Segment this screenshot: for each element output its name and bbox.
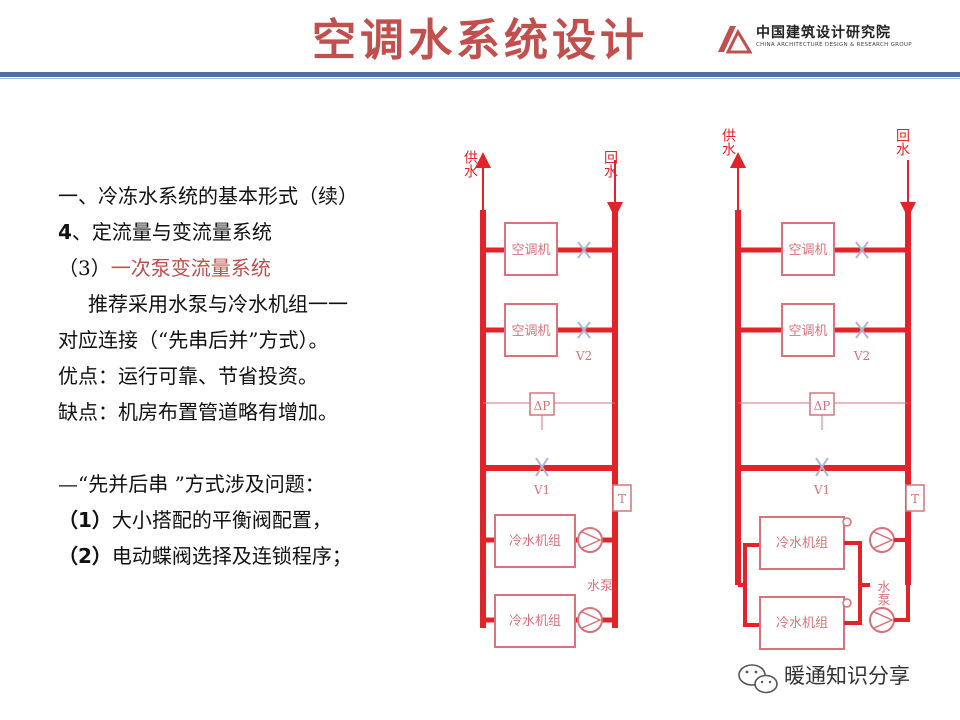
ahu-label: 空调机 [788, 243, 827, 258]
pump-icon [577, 607, 603, 633]
ahu-box [781, 303, 835, 357]
t-label: T [618, 492, 626, 506]
item-text: 大小搭配的平衡阀配置， [111, 508, 332, 532]
text-line: 推荐采用水泵与冷水机组一一 [88, 292, 348, 316]
valve-indicator-icon [842, 598, 852, 608]
ahu-box [504, 303, 558, 357]
ahu-label: 空调机 [511, 324, 550, 339]
valve-icon [577, 241, 591, 259]
v2-label: V2 [853, 349, 870, 363]
dp-label: ΔP [534, 399, 551, 413]
text-line: （2）电动蝶阀选择及连锁程序； [58, 538, 468, 574]
chiller-box [494, 594, 576, 648]
pump-label: 水泵 [875, 580, 891, 606]
diagram-series-then-parallel: 供水 回水 空调机 空调机 V2 ΔP V1 T 冷水机组 冷水机组 [462, 150, 632, 648]
pump-arrow-icon [873, 611, 894, 629]
header-divider-thin [0, 78, 960, 79]
temp-sensor-box [905, 484, 925, 512]
chiller-label: 冷水机组 [776, 616, 828, 631]
pump-arrow-icon [873, 531, 894, 549]
pump-icon [577, 527, 603, 553]
bypass-valve-icon [815, 457, 829, 477]
valve-icon [855, 241, 869, 259]
body-text: 一、冷冻水系统的基本形式（续） 4、定流量与变流量系统 （3）一次泵变流量系统 … [58, 178, 468, 574]
text-line: 一、冷冻水系统的基本形式（续） [58, 184, 358, 208]
item-text: 电动蝶阀选择及连锁程序； [111, 544, 352, 568]
wechat-icon [738, 664, 778, 694]
chiller-label: 冷水机组 [509, 534, 561, 549]
ahu-label: 空调机 [788, 324, 827, 339]
return-label: 回水 [894, 128, 910, 156]
company-logo-icon [718, 26, 752, 54]
pump-discharge-pipe [894, 538, 910, 622]
item-text: 、定流量与变流量系统 [71, 220, 272, 244]
bypass-valve-icon [535, 457, 549, 477]
text-line: （3）一次泵变流量系统 [58, 250, 468, 286]
diagram-parallel-then-series: 供水 回水 空调机 空调机 V2 ΔP V1 T 冷水机组 冷水机组 [720, 128, 925, 650]
t-label: T [911, 492, 919, 506]
temp-sensor-box [612, 484, 632, 512]
v1-label: V1 [813, 483, 830, 497]
text-line: 4、定流量与变流量系统 [58, 214, 468, 250]
ahu-box [504, 222, 558, 276]
valve-icon [577, 321, 591, 339]
chiller-return-manifold [844, 541, 870, 625]
logo-english-name: CHINA ARCHITECTURE DESIGN & RESEARCH GRO… [756, 42, 912, 48]
watermark-text: 暖通知识分享 [784, 664, 910, 688]
text-line: （1）大小搭配的平衡阀配置， [58, 502, 468, 538]
highlighted-item-text: 一次泵变流量系统 [110, 256, 271, 280]
text-line: —“先并后串 ”方式涉及问题： [58, 472, 325, 496]
text-line: 优点：运行可靠、节省投资。 [58, 364, 318, 388]
item-number: （1） [58, 508, 112, 532]
text-line: 缺点：机房布置管道略有增加。 [58, 400, 338, 424]
item-number: （3） [58, 256, 111, 280]
text-line: 对应连接（“先串后并”方式）。 [58, 328, 329, 352]
ahu-label: 空调机 [511, 243, 550, 258]
ahu-box [781, 222, 835, 276]
chiller-label: 冷水机组 [776, 536, 828, 551]
v1-label: V1 [533, 483, 550, 497]
pump-arrow-icon [581, 611, 602, 629]
logo: 中国建筑设计研究院 CHINA ARCHITECTURE DESIGN & RE… [716, 22, 936, 62]
logo-name: 中国建筑设计研究院 [756, 25, 891, 41]
supply-label: 供水 [462, 150, 478, 178]
header-divider [0, 72, 960, 77]
supply-label: 供水 [720, 128, 736, 156]
chiller-box [494, 514, 576, 568]
chiller-box [759, 596, 845, 650]
pump-label: 水泵 [587, 579, 613, 594]
valve-indicator-icon [842, 517, 852, 527]
valve-icon [855, 321, 869, 339]
item-number: 4 [58, 220, 72, 244]
pump-arrow-icon [581, 531, 602, 549]
item-number: （2） [58, 544, 112, 568]
v2-label: V2 [575, 349, 592, 363]
page-title: 空调水系统设计 [312, 15, 648, 66]
dp-label: ΔP [814, 399, 831, 413]
chiller-label: 冷水机组 [509, 614, 561, 629]
chiller-supply-manifold [738, 543, 760, 627]
